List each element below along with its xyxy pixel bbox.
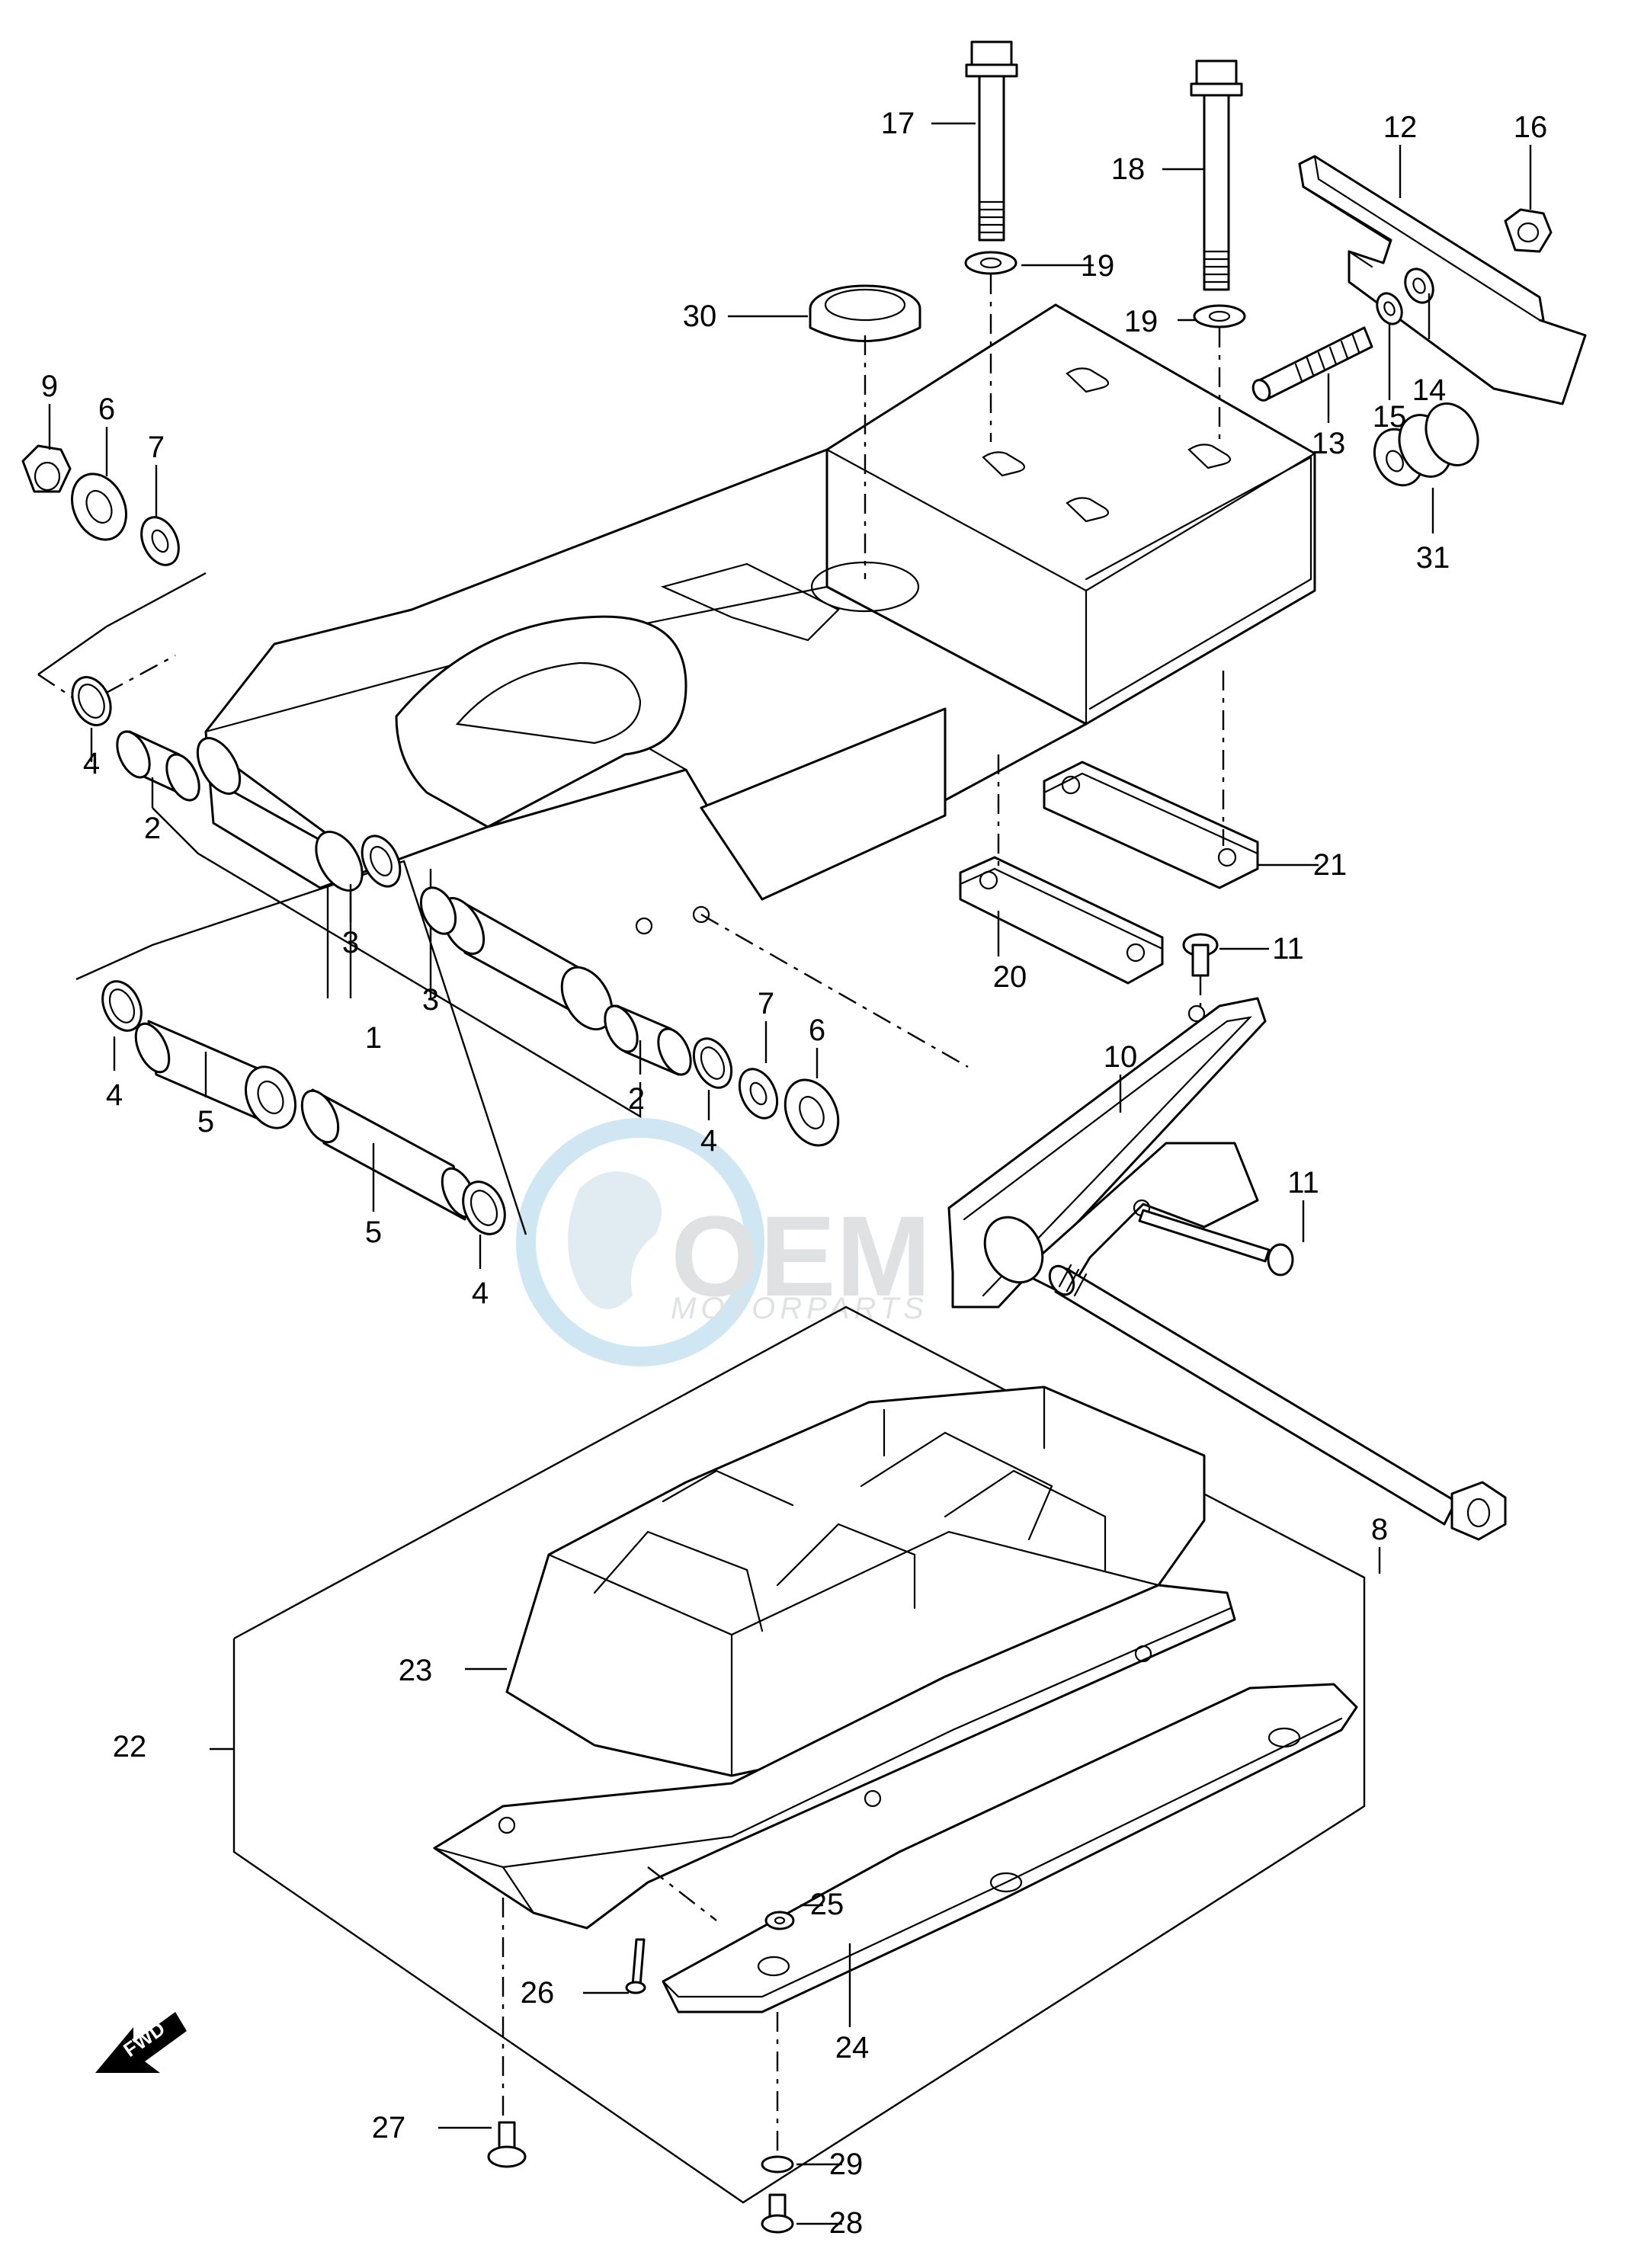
washer-6-left[interactable] (62, 465, 136, 548)
washer-25[interactable] (764, 1911, 795, 1930)
chain-guide-10[interactable] (947, 997, 1267, 1309)
screw-28[interactable] (761, 2193, 794, 2234)
washer-15[interactable] (1373, 290, 1407, 328)
callout-21: 21 (1313, 848, 1348, 882)
axle-8[interactable] (1045, 1262, 1507, 1541)
watermark-logo: OEM (671, 1192, 931, 1320)
spacer-5-a[interactable] (129, 1019, 305, 1136)
boot-31[interactable] (1366, 395, 1488, 493)
bearing-2-b[interactable] (598, 1001, 697, 1079)
callout-16: 16 (1514, 111, 1548, 144)
callout-17: 17 (881, 107, 915, 140)
washer-29[interactable] (761, 2155, 794, 2174)
callout-14: 14 (1412, 373, 1447, 407)
washer-19-a[interactable] (964, 251, 1018, 275)
screw-11-b[interactable] (1138, 1209, 1294, 1277)
callout-6-b: 6 (809, 1014, 825, 1047)
bearing-3-a[interactable] (354, 830, 407, 892)
group-outline-swingarm (37, 572, 642, 1235)
callout-9: 9 (41, 370, 58, 403)
spacer-5-b[interactable] (295, 1085, 482, 1222)
callout-27: 27 (372, 2111, 406, 2145)
plate-21[interactable] (1043, 761, 1259, 889)
callout-19-b: 19 (1124, 305, 1159, 338)
seal-4-c[interactable] (455, 1175, 513, 1241)
plate-20[interactable] (959, 856, 1164, 985)
callout-7-a: 7 (148, 431, 165, 464)
callout-4-c: 4 (472, 1277, 489, 1310)
washer-6-right[interactable] (775, 1072, 848, 1155)
seal-4-d[interactable] (687, 1033, 739, 1094)
assembly-lines (502, 274, 1225, 2157)
fwd-arrow-icon: FWD (95, 2012, 187, 2073)
callout-10: 10 (1104, 1040, 1138, 1074)
callout-19-a: 19 (1081, 249, 1115, 283)
callout-28: 28 (829, 2206, 864, 2240)
stud-13[interactable] (1250, 326, 1373, 403)
cap-30[interactable] (809, 284, 921, 342)
callout-7-b: 7 (758, 987, 774, 1020)
callout-11-b: 11 (1287, 1166, 1319, 1200)
callout-26: 26 (521, 1976, 555, 2010)
callout-2-b: 2 (628, 1082, 645, 1116)
washer-14[interactable] (1400, 264, 1438, 307)
group-outline-lower (210, 1305, 1366, 2204)
rivet-26[interactable] (625, 1938, 646, 1994)
callout-5-a: 5 (197, 1105, 214, 1139)
swingarm-1[interactable] (204, 303, 1316, 935)
pivot-tube-left (196, 737, 364, 892)
callout-8: 8 (1371, 1513, 1388, 1546)
seal-4-b[interactable] (95, 975, 149, 1036)
leader-lines (48, 122, 1532, 2225)
bolt-18[interactable] (1190, 59, 1243, 291)
callout-25: 25 (810, 1888, 844, 1921)
slider-24[interactable] (662, 1683, 1358, 2013)
watermark: OEM MOTORPARTS (516, 1118, 931, 1366)
callout-30: 30 (683, 300, 717, 333)
nut-9[interactable] (21, 444, 72, 493)
callout-1: 1 (365, 1021, 382, 1055)
chain-case-23[interactable] (505, 1385, 1206, 1777)
callout-5-b: 5 (365, 1216, 382, 1249)
washer-7-left[interactable] (134, 511, 186, 571)
bearing-2-a[interactable] (111, 726, 206, 805)
callout-2-a: 2 (144, 812, 161, 845)
screw-11-a[interactable] (1182, 933, 1219, 977)
callout-3-b: 3 (422, 983, 439, 1017)
callout-15: 15 (1373, 400, 1407, 434)
callout-13: 13 (1312, 427, 1346, 460)
callout-29: 29 (829, 2148, 864, 2181)
bearing-3-b[interactable] (414, 883, 462, 940)
nut-16[interactable] (1504, 208, 1553, 253)
callout-23: 23 (399, 1654, 433, 1687)
bolt-17[interactable] (965, 40, 1018, 242)
washer-19-b[interactable] (1193, 304, 1246, 328)
callout-24: 24 (835, 2031, 870, 2065)
screw-27[interactable] (487, 2121, 527, 2168)
seal-4-a[interactable] (65, 671, 118, 731)
callout-4-a: 4 (83, 747, 100, 780)
watermark-subtitle: MOTORPARTS (671, 1292, 928, 1325)
callout-12: 12 (1383, 111, 1418, 144)
watermark-globe-icon (516, 1118, 764, 1366)
callout-18: 18 (1111, 152, 1146, 186)
pivot-tube-right (440, 897, 614, 1031)
callout-4-b: 4 (106, 1078, 123, 1112)
callout-31: 31 (1416, 541, 1450, 575)
callout-22: 22 (113, 1730, 147, 1763)
chain-buffer-12[interactable] (1298, 155, 1587, 405)
callout-11-a: 11 (1272, 932, 1304, 966)
callout-20: 20 (993, 960, 1027, 994)
washer-7-right[interactable] (732, 1063, 785, 1124)
guide-plate-22[interactable] (433, 1584, 1236, 1930)
callout-6-a: 6 (98, 392, 115, 426)
callout-4-d: 4 (700, 1124, 717, 1158)
callout-3-a: 3 (342, 926, 359, 959)
